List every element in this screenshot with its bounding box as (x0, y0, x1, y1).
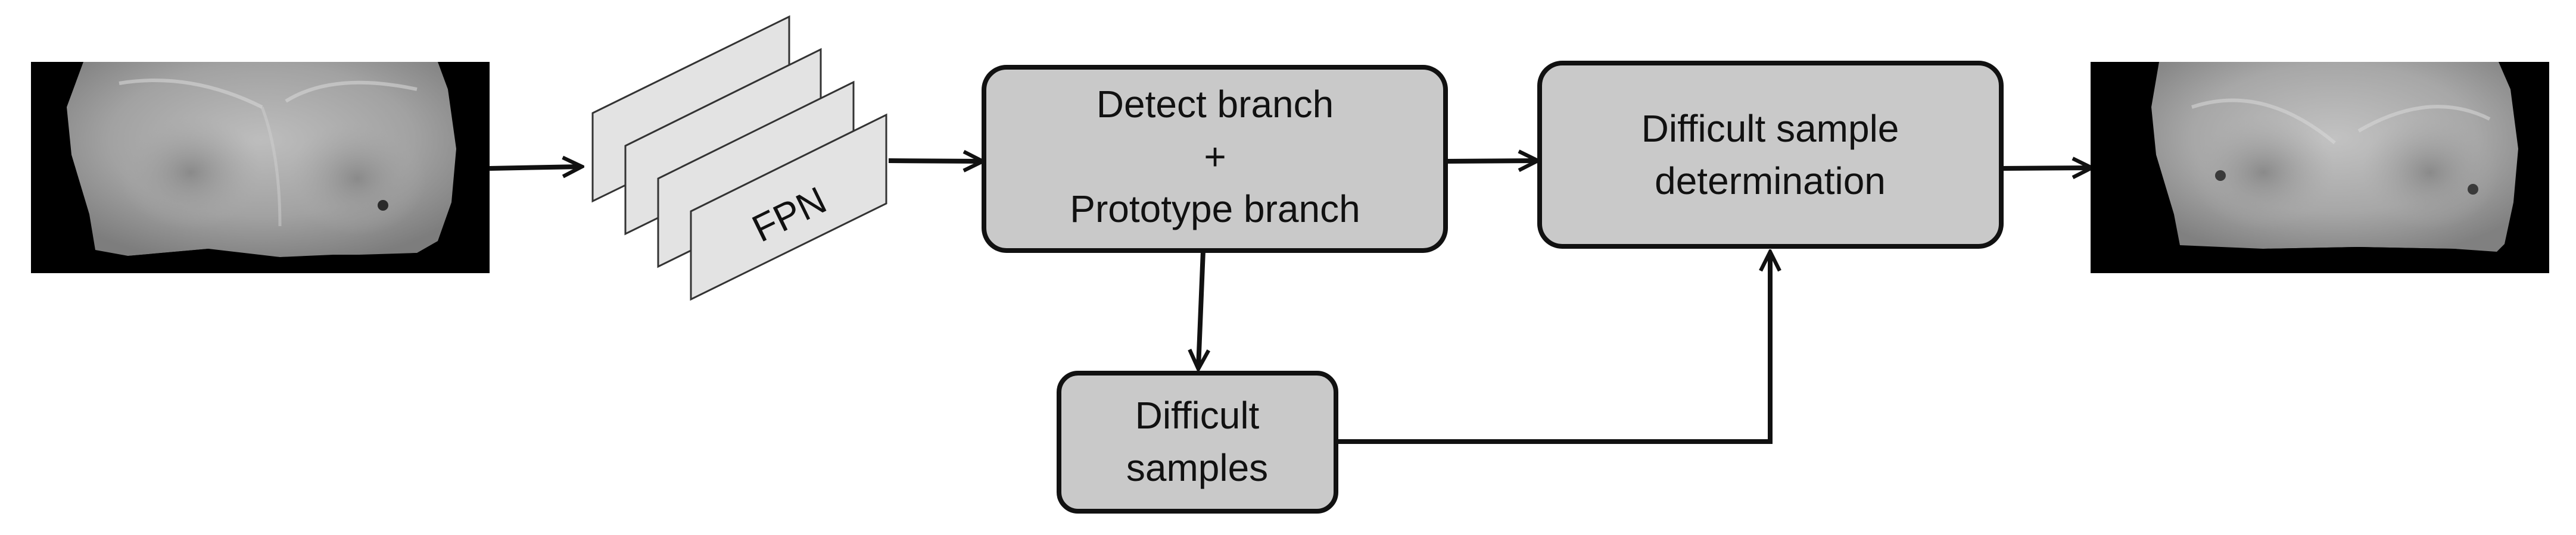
arrow-difficult-to-determination (1336, 253, 1770, 444)
determination-line2: determination (1655, 159, 1886, 202)
arrow-image-to-fpn (489, 167, 581, 168)
determination-box: Difficult sample determination (1537, 61, 2004, 249)
determination-line1: Difficult sample (1641, 107, 1899, 150)
difficult-line1: Difficult (1135, 394, 1260, 437)
fpn-stack (591, 15, 887, 301)
detect-branch-label: Detect branch (1097, 83, 1334, 126)
difficult-line2: samples (1126, 446, 1268, 489)
plus-label: + (1204, 135, 1226, 178)
fpn-layer (690, 113, 887, 301)
input-thermal-image (31, 62, 490, 273)
arrow-detect-to-difficult (1198, 250, 1203, 368)
prototype-branch-label: Prototype branch (1070, 187, 1360, 230)
output-thermal-image (2091, 62, 2549, 273)
detect-prototype-box: Detect branch + Prototype branch (982, 65, 1448, 253)
difficult-samples-box: Difficult samples (1057, 371, 1338, 514)
